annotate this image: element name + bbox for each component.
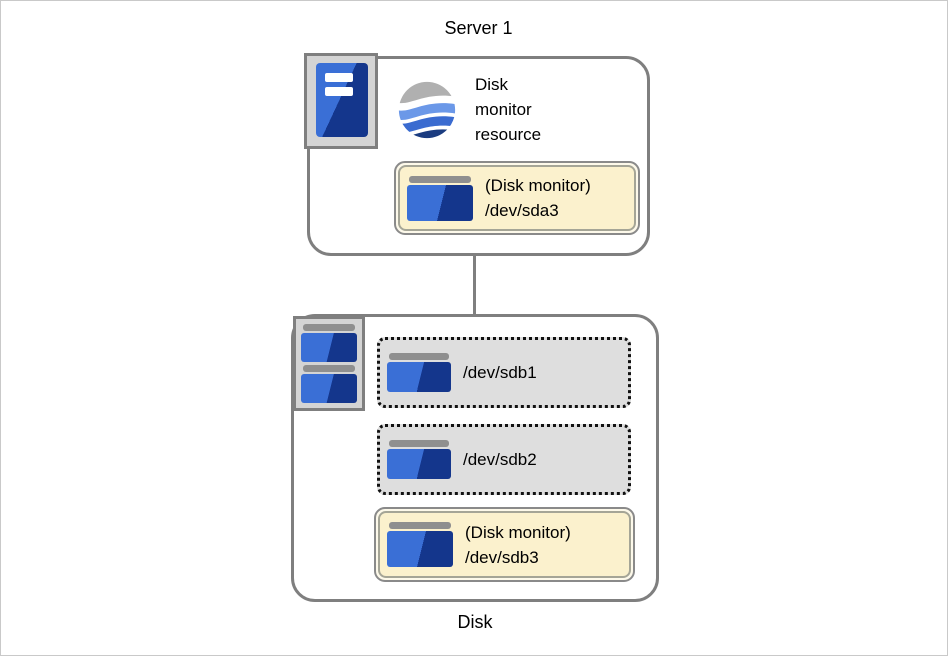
partition-sdb2: /dev/sdb2 — [377, 424, 631, 495]
monitor-device: /dev/sda3 — [485, 201, 559, 220]
server-title: Server 1 — [444, 18, 513, 38]
disk-label: Disk — [457, 612, 493, 632]
monitor-prefix: (Disk monitor) — [485, 176, 591, 195]
partition-sdb1: /dev/sdb1 — [377, 337, 631, 408]
monitored-partition-sdb3: (Disk monitor) /dev/sdb3 — [374, 507, 635, 582]
monitored-partition-inner: (Disk monitor) /dev/sdb3 — [378, 511, 631, 578]
server-icon — [304, 53, 378, 149]
disk-icon-body — [387, 449, 451, 479]
disk-icon-bar — [409, 175, 471, 183]
disk-icon-body — [387, 362, 451, 392]
disk-icon — [387, 440, 451, 479]
disk-icon-body — [387, 531, 453, 567]
disk-stack-icon — [293, 316, 365, 411]
disk-icon-bar — [389, 522, 451, 529]
disk-icon — [407, 175, 473, 221]
disk-icon — [387, 522, 453, 567]
monitor-text: (Disk monitor) /dev/sda3 — [485, 173, 591, 223]
disk-icon-body — [407, 184, 473, 221]
partition-label: /dev/sdb2 — [463, 449, 537, 469]
monitored-partition-sda3: (Disk monitor) /dev/sda3 — [394, 161, 640, 235]
server-slot-shape — [325, 87, 353, 96]
disk-icon — [387, 353, 451, 392]
disk-icon-body — [301, 374, 357, 403]
monitored-partition-inner: (Disk monitor) /dev/sda3 — [398, 165, 636, 231]
disk-icon-bar — [303, 365, 355, 372]
server-slot-shape — [325, 73, 353, 82]
disk-monitor-globe-icon — [398, 81, 456, 139]
monitor-device: /dev/sdb3 — [465, 547, 539, 567]
disk-icon-body — [301, 333, 357, 362]
disk-icon-bar — [303, 324, 355, 331]
connector-line — [473, 254, 476, 316]
resource-label: Disk monitor resource — [475, 75, 542, 144]
disk-icon-bar — [389, 353, 449, 360]
partition-label: /dev/sdb1 — [463, 362, 537, 382]
disk-icon-bar — [389, 440, 449, 447]
monitor-prefix: (Disk monitor) — [465, 522, 571, 542]
monitor-text: (Disk monitor) /dev/sdb3 — [465, 520, 571, 570]
server-tower-shape — [316, 63, 368, 137]
